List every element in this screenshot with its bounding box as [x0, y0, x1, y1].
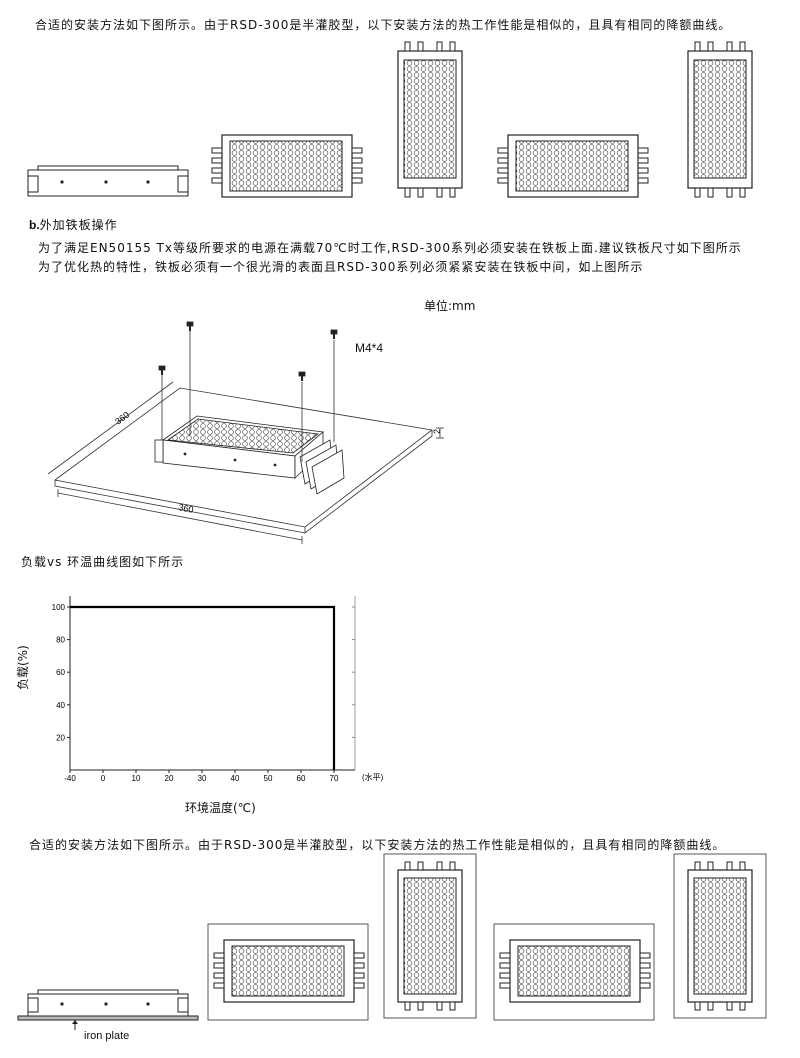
m4-screw-2 — [330, 329, 338, 442]
x-tick-label: 60 — [297, 774, 306, 783]
psu-horizontal-view-2 — [497, 134, 649, 198]
psu-horizontal-on-plate-1 — [207, 923, 369, 1021]
section-b-heading: b.外加铁板操作 — [29, 216, 118, 233]
y-tick-label: 20 — [56, 733, 65, 742]
chart-ylabel: 负载(%) — [16, 645, 30, 690]
x-tick-label: 70 — [330, 774, 339, 783]
m4-screw-3 — [158, 365, 166, 440]
screw-spec-label: M4*4 — [355, 341, 384, 355]
x-axis-ticks: -40 0 10 20 30 40 50 60 70 — [64, 770, 339, 783]
psu-side-view-top — [27, 165, 189, 197]
psu-vertical-on-plate-2 — [673, 853, 767, 1019]
iron-plate-bar — [17, 1015, 199, 1021]
m4-screw-4 — [298, 371, 306, 462]
y-axis-ticks: 100 80 60 40 20 — [52, 603, 355, 742]
psu-vertical-view-1 — [397, 41, 463, 198]
iron-plate-label: iron plate — [84, 1030, 130, 1042]
psu-horizontal-on-plate-2 — [493, 923, 655, 1021]
iron-plate-diagram — [47, 321, 444, 544]
description-line-1: 为了满足EN50155 Tx等级所要求的电源在满载70℃时工作,RSD-300系… — [38, 241, 742, 255]
psu-vertical-view-2 — [687, 41, 753, 198]
description-line-2: 为了优化热的特性，铁板必须有一个很光滑的表面且RSD-300系列必须紧紧安装在铁… — [38, 260, 644, 274]
psu-side-view-bottom — [17, 989, 199, 1030]
intro-text-top: 合适的安装方法如下图所示。由于RSD-300是半灌胶型，以下安装方法的热工作性能… — [35, 18, 732, 32]
section-b-marker: b. — [29, 218, 40, 232]
x-axis-unit: (水平) — [362, 772, 384, 782]
derating-chart: 100 80 60 40 20 -40 0 10 20 30 40 50 60 70 (水平) — [52, 596, 384, 783]
psu-vertical-on-plate-1 — [383, 853, 477, 1019]
intro-text-bottom: 合适的安装方法如下图所示。由于RSD-300是半灌胶型，以下安装方法的热工作性能… — [29, 838, 726, 852]
m4-screw-1 — [186, 321, 194, 436]
y-tick-label: 80 — [56, 636, 65, 645]
unit-label: 单位:mm — [424, 299, 476, 313]
y-tick-label: 40 — [56, 701, 65, 710]
psu-on-plate — [154, 415, 345, 495]
x-tick-label: -40 — [64, 774, 76, 783]
x-tick-label: 50 — [264, 774, 273, 783]
section-b-title: 外加铁板操作 — [39, 218, 118, 232]
dim-width-label: 360 — [178, 502, 195, 515]
x-tick-label: 40 — [231, 774, 240, 783]
chart-caption: 负载vs 环温曲线图如下所示 — [21, 555, 185, 569]
chart-xlabel: 环境温度(℃) — [185, 801, 256, 815]
x-tick-label: 10 — [132, 774, 141, 783]
x-tick-label: 20 — [165, 774, 174, 783]
derating-series-line — [70, 605, 336, 770]
y-tick-label: 100 — [52, 603, 66, 612]
dim-thickness-label: 2 — [432, 429, 442, 434]
x-tick-label: 30 — [198, 774, 207, 783]
psu-horizontal-view-1 — [211, 134, 363, 198]
y-tick-label: 60 — [56, 668, 65, 677]
x-tick-label: 0 — [101, 774, 106, 783]
